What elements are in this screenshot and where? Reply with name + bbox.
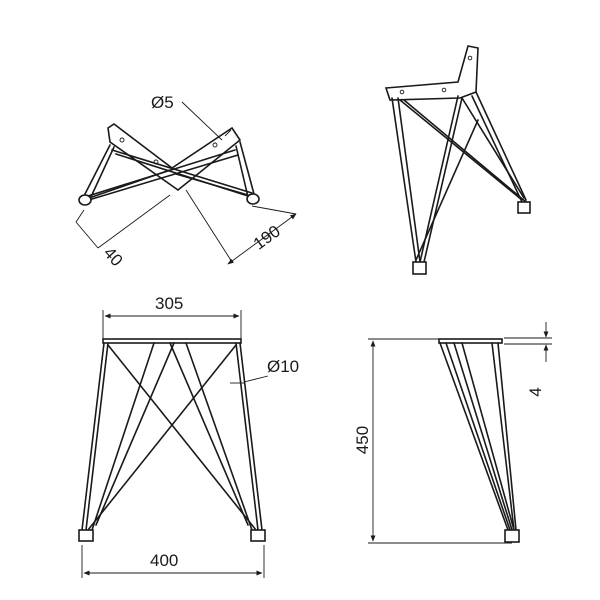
top-plate xyxy=(438,338,503,344)
top-plate xyxy=(102,338,242,344)
dim-diameter-5: Ø5 xyxy=(151,93,174,112)
rods xyxy=(391,91,527,263)
top-plate xyxy=(384,45,479,101)
dim-line-190 xyxy=(227,213,297,265)
thickness-tick xyxy=(224,129,232,137)
isometric-view-top-left: Ø5 190 40 xyxy=(75,93,297,270)
dim-400: 400 xyxy=(150,551,178,570)
dim-40: 40 xyxy=(100,243,127,270)
foot xyxy=(246,193,260,205)
screw-hole xyxy=(441,87,447,93)
screw-hole xyxy=(212,142,218,148)
foot xyxy=(412,261,427,275)
dim-line-40b xyxy=(75,221,99,249)
extension-line xyxy=(75,209,85,223)
extension-line xyxy=(185,189,233,263)
dim-line-40 xyxy=(97,194,171,249)
leader-line xyxy=(243,375,269,383)
dim-305: 305 xyxy=(155,294,183,313)
dim-4: 4 xyxy=(526,387,545,396)
dim-diameter-10: Ø10 xyxy=(267,357,299,376)
rods xyxy=(439,342,517,531)
dim-450: 450 xyxy=(353,426,372,454)
foot xyxy=(504,529,520,543)
leader-line xyxy=(181,101,223,141)
foot xyxy=(78,194,92,206)
screw-hole xyxy=(467,55,473,61)
rods xyxy=(81,342,263,531)
perspective-view-top-right xyxy=(384,45,531,275)
foot xyxy=(517,201,531,214)
foot xyxy=(78,529,94,542)
foot xyxy=(250,529,266,542)
extension-line xyxy=(251,205,297,215)
front-view-bottom-left: 305 Ø10 400 xyxy=(78,294,299,578)
rods xyxy=(83,141,255,200)
screw-hole xyxy=(399,89,405,95)
screw-hole xyxy=(119,137,125,143)
side-view-bottom-right: 450 4 xyxy=(353,322,552,544)
